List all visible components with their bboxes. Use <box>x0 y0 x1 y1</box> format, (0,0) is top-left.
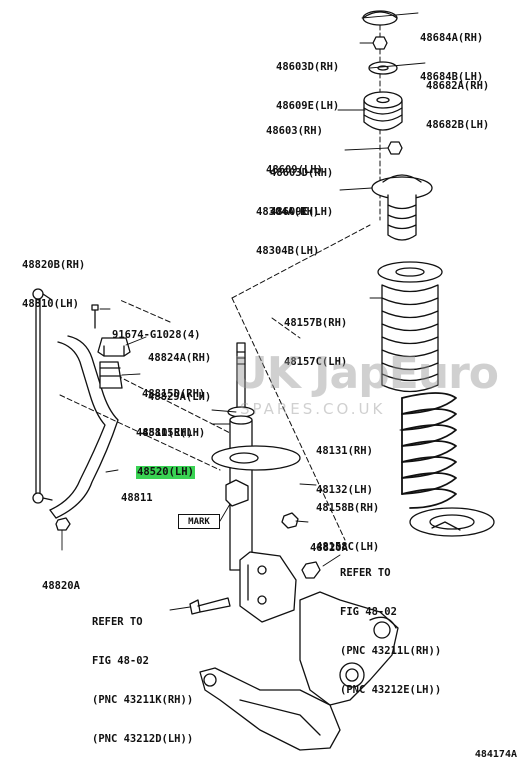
part-label-48820a-left: 48820A <box>42 580 80 592</box>
part-label-48682: 48682A(RH) 48682B(LH) <box>426 80 490 131</box>
part-label-48811: 48811 <box>121 492 153 504</box>
steering-knuckle-part <box>299 591 399 706</box>
part-label-48158: 48158B(RH) 48158C(LH) <box>316 502 380 553</box>
lower-insulator-part <box>409 507 495 537</box>
dust-cap-part <box>362 10 398 26</box>
lower-arm-part <box>199 667 341 751</box>
mark-callout-box: MARK <box>178 514 220 529</box>
part-label-48131: 48131(RH) 48132(LH) <box>316 445 373 496</box>
nut-right-part <box>281 512 299 529</box>
bearing-mount-part <box>371 174 433 241</box>
bracket-clamp-part <box>97 337 131 357</box>
part-label-48815: 48815D(RH) 48815E(LH) <box>142 388 206 439</box>
part-label-48603d-mid: 48603D(RH) 48609E(LH) <box>270 167 334 218</box>
reference-note-right: REFER TO FIG 48-02 (PNC 43211L(RH)) (PNC… <box>340 567 442 696</box>
stabilizer-link-part <box>32 288 53 504</box>
part-label-48820a-right: 48820A <box>310 542 348 554</box>
reference-note-left: REFER TO FIG 48-02 (PNC 43211K(RH)) (PNC… <box>92 616 194 745</box>
part-label-48304: 48304A(RH) 48304B(LH) <box>256 206 320 257</box>
part-label-48603: 48603(RH) 48609(LH) <box>266 125 323 176</box>
bushing-part <box>99 361 123 389</box>
part-label-48157: 48157B(RH) 48157C(LH) <box>284 317 348 368</box>
leader-lines <box>61 12 426 611</box>
nut-knuckle-part <box>301 561 321 579</box>
coil-spring-part <box>401 392 457 509</box>
part-label-48824: 48824A(RH) 48829A(LH) <box>148 352 212 403</box>
shock-absorber-part <box>211 342 301 623</box>
part-label-48603d-top: 48603D(RH) 48609E(LH) <box>276 61 340 112</box>
figure-code: 484174A <box>474 749 517 760</box>
highlighted-part-number: 48520(LH) <box>136 466 195 479</box>
part-label-48510: 48510(RH) 48520(LH) <box>136 427 195 479</box>
part-label-91674: 91674-G1028(4) <box>112 329 201 341</box>
bolt-bottom-left-part <box>189 597 231 615</box>
bellows-boot-part <box>377 261 443 393</box>
upper-support-part <box>363 91 403 131</box>
watermark-url: SPARES.CO.UK <box>240 400 386 418</box>
upper-nut-part <box>372 36 388 50</box>
nut-left-part <box>55 517 71 531</box>
stabilizer-bar-part <box>49 335 119 519</box>
watermark-logo: UK JapEuro <box>232 348 499 399</box>
washer-part <box>368 61 398 75</box>
bracket-bolt-part <box>91 304 99 329</box>
part-label-48684: 48684A(RH) 48684B(LH) <box>420 32 484 83</box>
mid-nut-part <box>387 141 403 155</box>
part-label-48820b: 48820B(RH) 48810(LH) <box>22 259 86 310</box>
